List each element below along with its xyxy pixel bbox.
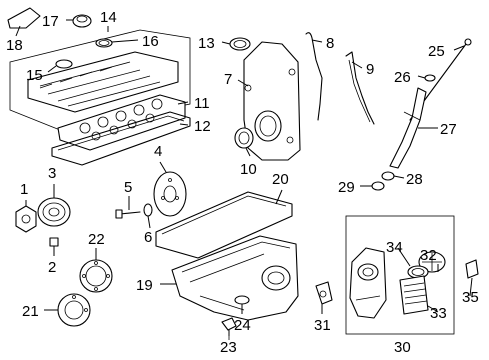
callout-17: 17 <box>42 13 59 30</box>
part-28-seal <box>381 171 395 181</box>
part-13-seal <box>229 37 251 51</box>
callout-31: 31 <box>314 317 331 334</box>
part-9-gasket <box>345 51 375 125</box>
part-30-oil-filter-housing-box <box>345 215 455 335</box>
part-24-seal <box>234 295 250 305</box>
callout-24: 24 <box>234 317 251 334</box>
part-33-filter-element <box>399 275 429 315</box>
part-4-flywheel <box>153 171 187 217</box>
callout-32: 32 <box>420 247 437 264</box>
part-19-oil-pan <box>171 235 299 321</box>
part-10-front-seal <box>234 127 254 149</box>
callout-16: 16 <box>142 33 159 50</box>
part-20-oil-pan-gasket <box>155 191 293 259</box>
callout-34: 34 <box>386 239 403 256</box>
callout-7: 7 <box>224 71 232 88</box>
callout-18: 18 <box>6 37 23 54</box>
callout-26: 26 <box>394 69 411 86</box>
callout-8: 8 <box>326 35 334 52</box>
callout-1: 1 <box>20 181 28 198</box>
part-1-bracket <box>15 205 37 233</box>
callout-9: 9 <box>366 61 374 78</box>
callout-14: 14 <box>100 9 117 26</box>
part-22-gasket <box>79 259 113 293</box>
callout-28: 28 <box>406 171 423 188</box>
callout-13: 13 <box>198 35 215 52</box>
engine-cover <box>27 51 179 113</box>
callout-22: 22 <box>88 231 105 248</box>
part-29-seal <box>371 181 385 191</box>
callout-11: 11 <box>194 95 210 112</box>
part-15-seal <box>55 59 73 69</box>
callout-10: 10 <box>240 161 257 178</box>
callout-labels: 1 2 3 4 5 6 7 8 9 10 11 12 13 14 15 16 1… <box>6 9 479 356</box>
callout-29: 29 <box>338 179 355 196</box>
callout-35: 35 <box>462 289 479 306</box>
part-7-timing-cover <box>243 41 301 161</box>
part-3-pulley <box>37 197 71 227</box>
part-27-dipstick-tube <box>389 87 427 169</box>
callout-6: 6 <box>144 229 152 246</box>
callout-21: 21 <box>22 303 39 320</box>
callout-23: 23 <box>220 339 237 356</box>
leader-lines <box>15 19 473 336</box>
callout-33: 33 <box>430 305 447 322</box>
part-6-washer <box>143 203 153 217</box>
part-8-gasket <box>305 32 323 121</box>
callout-12: 12 <box>194 118 211 135</box>
part-21-cover-plate <box>57 293 91 327</box>
part-17-filler-cap <box>72 14 92 28</box>
callout-2: 2 <box>48 259 56 276</box>
part-26-seal <box>424 74 436 82</box>
part-34-o-ring <box>407 265 429 279</box>
callout-19: 19 <box>136 277 153 294</box>
part-5-bolt <box>115 209 141 219</box>
callout-30: 30 <box>394 339 411 356</box>
callout-5: 5 <box>124 179 132 196</box>
callout-3: 3 <box>48 165 56 182</box>
part-14-engine-cover-box <box>9 29 191 131</box>
callout-4: 4 <box>154 143 162 160</box>
part-35-sender <box>465 259 479 279</box>
part-18-cover-tab <box>7 7 41 29</box>
part-16-seal <box>95 38 113 48</box>
part-31-sensor <box>315 281 333 305</box>
callout-25: 25 <box>428 43 445 60</box>
callout-20: 20 <box>272 171 289 188</box>
callout-15: 15 <box>26 67 43 84</box>
callout-27: 27 <box>440 121 457 138</box>
oil-filter-housing <box>349 247 387 319</box>
part-12-valve-cover-gasket <box>51 111 191 166</box>
